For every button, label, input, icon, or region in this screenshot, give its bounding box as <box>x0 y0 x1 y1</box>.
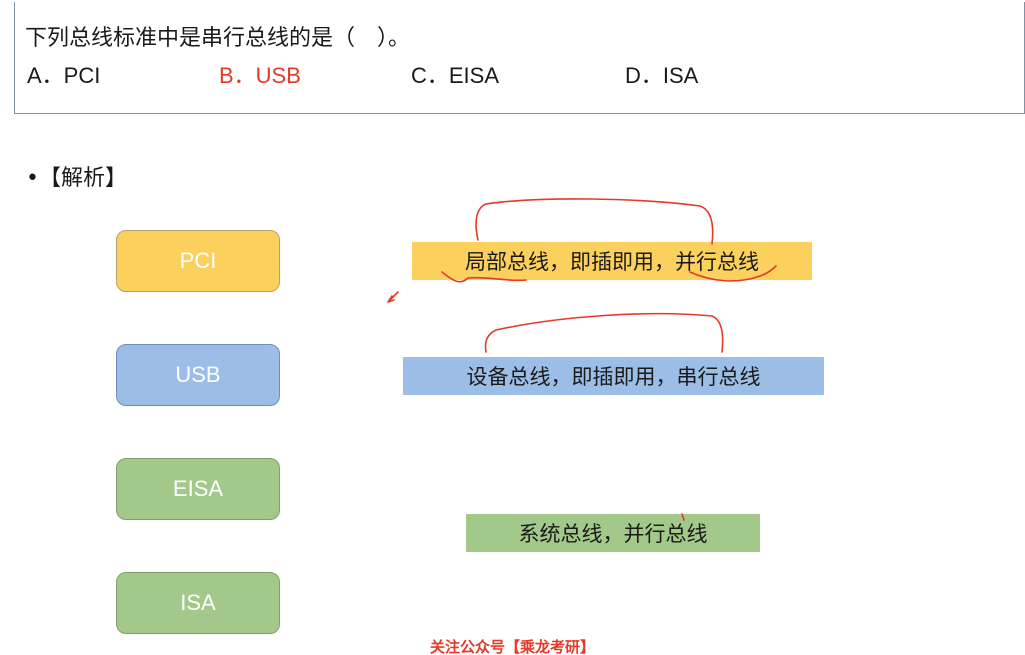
bus-box-pci: PCI <box>116 230 280 292</box>
bus-box-isa: ISA <box>116 572 280 634</box>
desc-eisa: 系统总线，并行总线 <box>466 514 760 552</box>
desc-pci: 局部总线，即插即用，并行总线 <box>412 242 812 280</box>
analysis-heading: •【解析】 <box>26 166 127 191</box>
option-a: A．PCI <box>27 63 101 88</box>
annotation-bracket-pci <box>475 198 714 245</box>
question-box: 下列总线标准中是串行总线的是（ ）。 A．PCI B．USB C．EISA D．… <box>14 2 1025 114</box>
question-text: 下列总线标准中是串行总线的是（ ）。 <box>25 26 411 51</box>
watermark: 关注公众号【乘龙考研】 <box>429 638 595 655</box>
annotation-bracket-usb <box>484 312 724 353</box>
option-d: D．ISA <box>625 63 699 88</box>
pen-cursor-icon <box>387 291 399 303</box>
option-b-correct: B．USB <box>219 63 301 88</box>
bus-box-eisa: EISA <box>116 458 280 520</box>
desc-usb: 设备总线，即插即用，串行总线 <box>403 357 824 395</box>
option-c: C．EISA <box>411 63 500 88</box>
bus-box-usb: USB <box>116 344 280 406</box>
